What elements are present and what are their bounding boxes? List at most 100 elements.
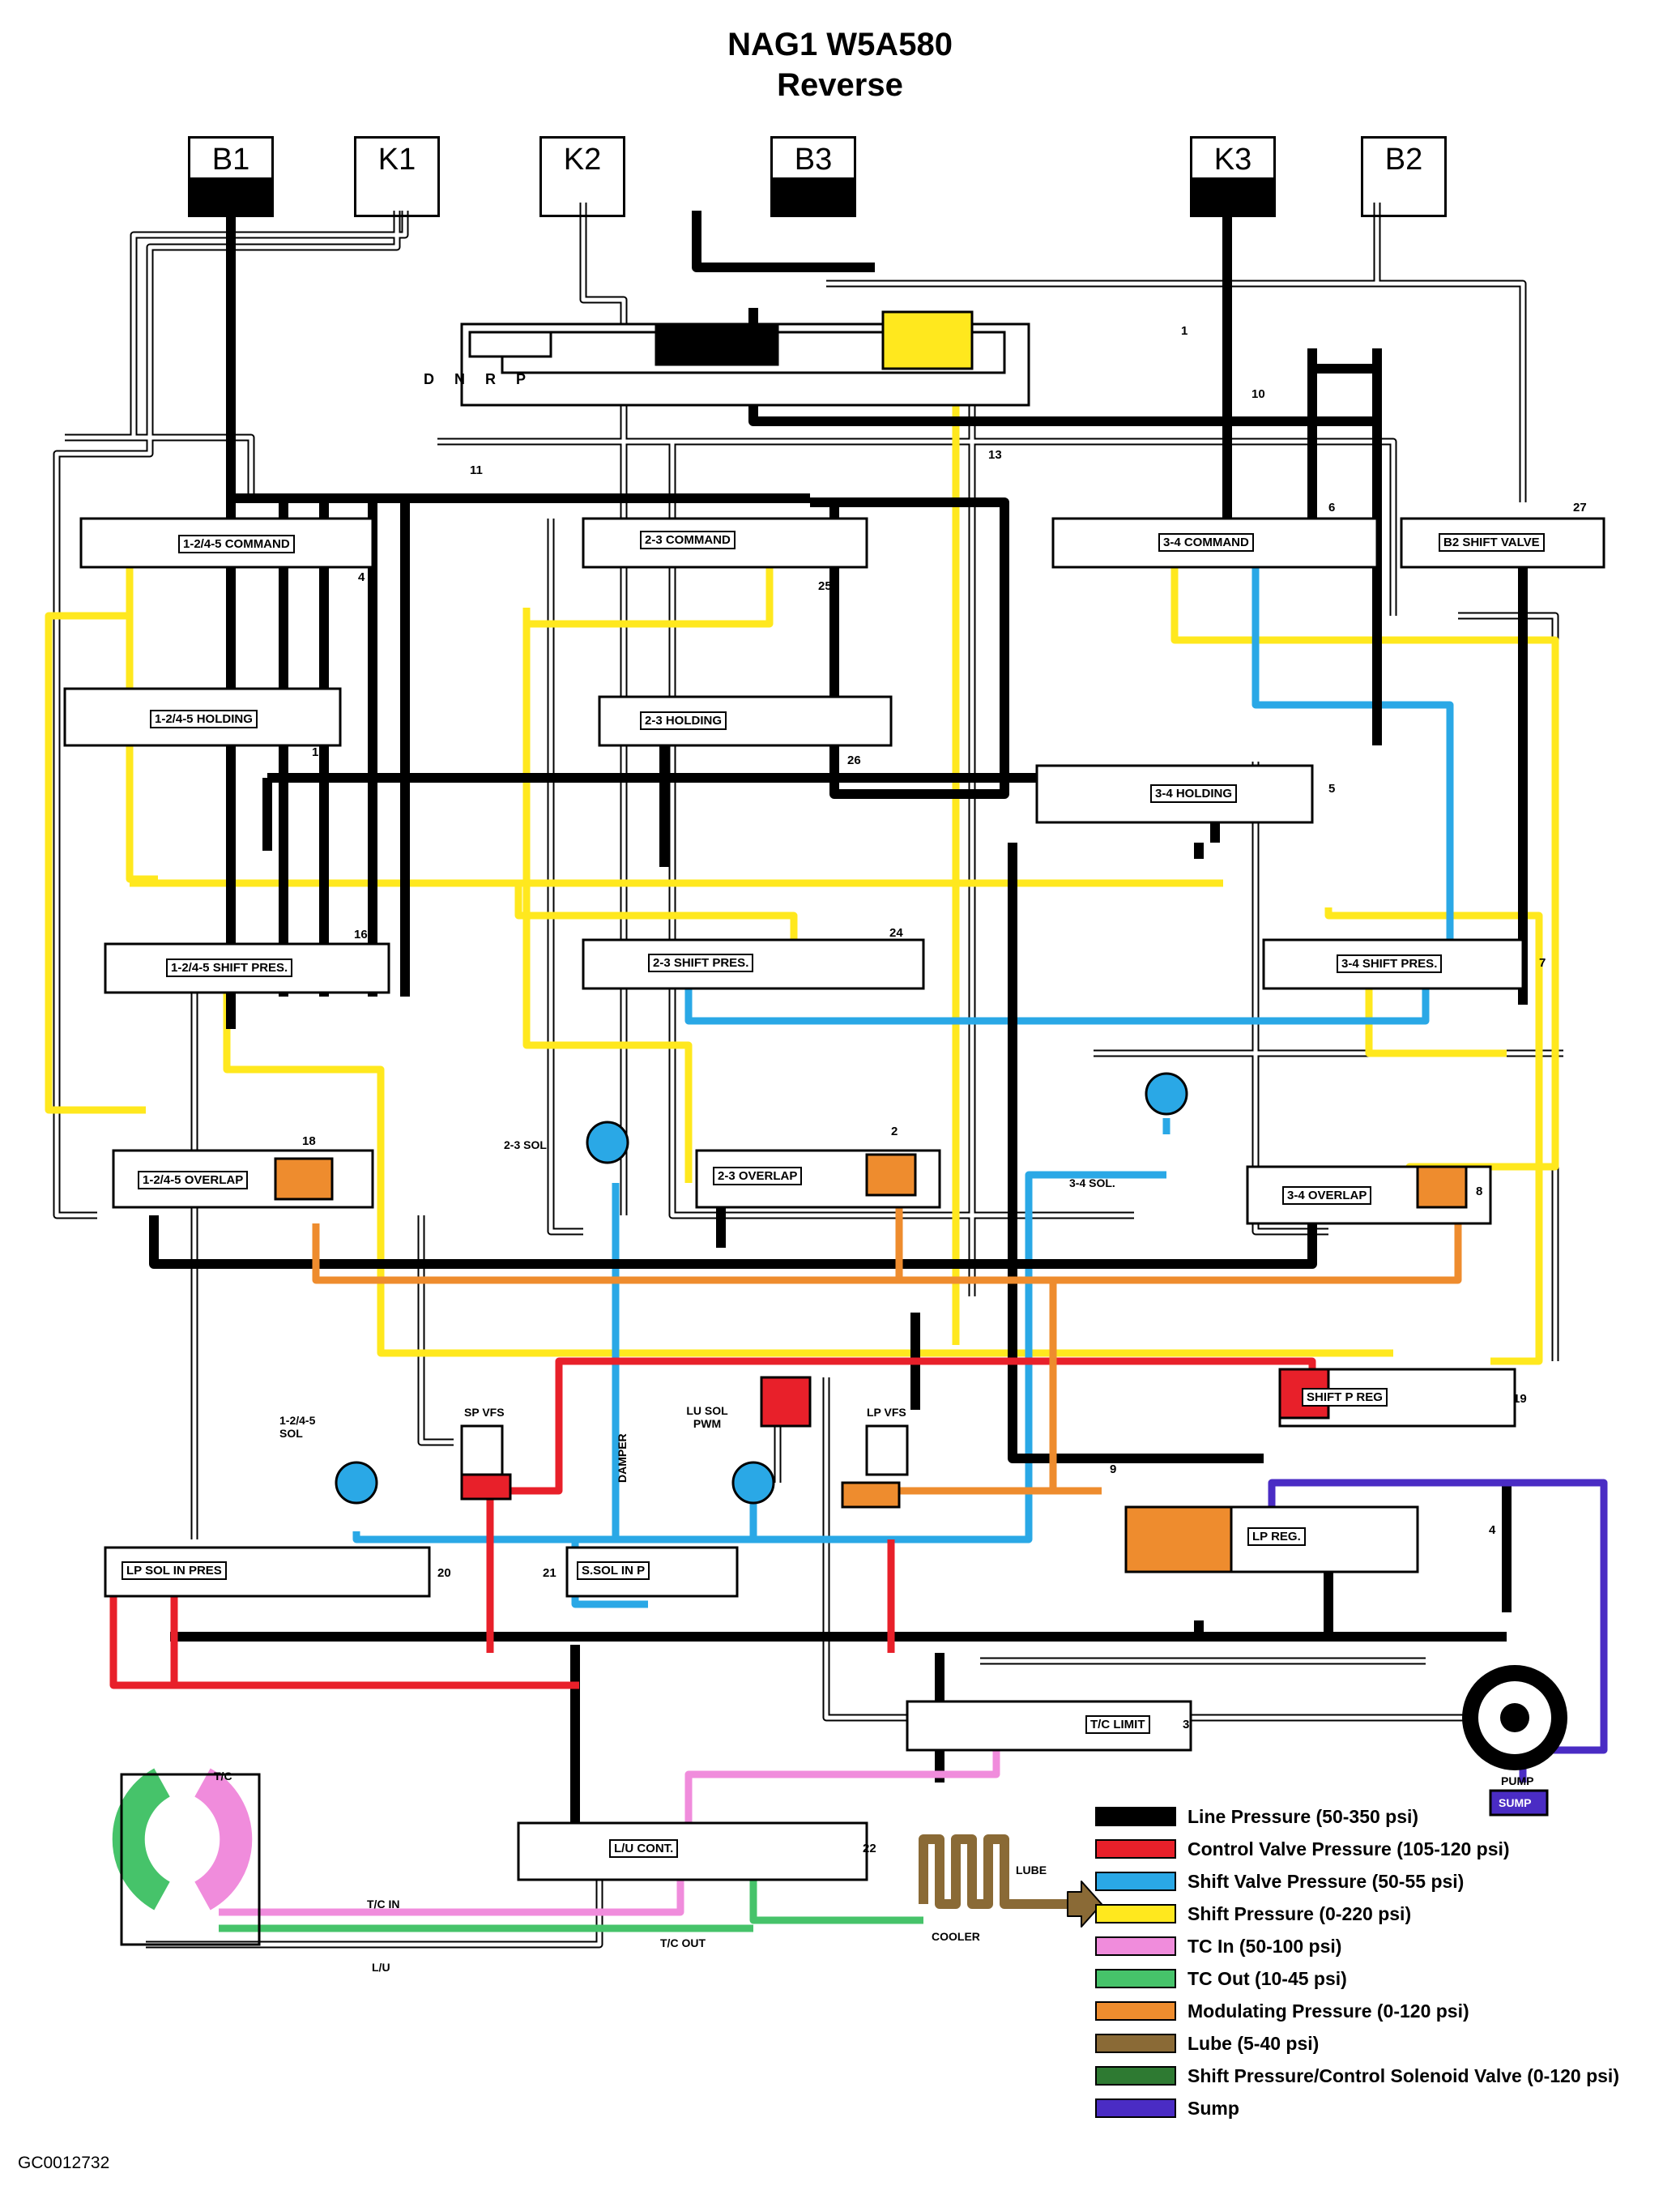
ref-1: 1 bbox=[1181, 324, 1188, 338]
legend-swatch bbox=[1095, 1807, 1176, 1826]
selector-positions: D N R P bbox=[424, 371, 535, 387]
valve-shift-p-reg: SHIFT P REG bbox=[1302, 1388, 1388, 1407]
label-lp-vfs: LP VFS bbox=[867, 1406, 906, 1419]
valve-1245-shift-pres: 1-2/4-5 SHIFT PRES. bbox=[166, 959, 293, 977]
valve-23-holding: 2-3 HOLDING bbox=[640, 711, 727, 730]
legend-label: TC Out (10-45 psi) bbox=[1188, 1967, 1347, 1989]
tc-in-lines bbox=[219, 1706, 1000, 1916]
ref-6: 6 bbox=[1328, 501, 1336, 514]
ref-24: 24 bbox=[889, 926, 903, 940]
ref-7: 7 bbox=[1539, 956, 1546, 970]
clutch-b2: B2 bbox=[1361, 136, 1447, 217]
label-tc-out: T/C OUT bbox=[660, 1936, 706, 1949]
ref-18: 18 bbox=[302, 1134, 316, 1148]
valve-lp-reg: LP REG. bbox=[1247, 1527, 1306, 1546]
legend-item: Control Valve Pressure (105-120 psi) bbox=[1095, 1833, 1619, 1865]
valve-lp-sol-in-pres: LP SOL IN PRES bbox=[122, 1561, 227, 1580]
ref-2: 2 bbox=[891, 1125, 898, 1138]
ref-21: 21 bbox=[543, 1566, 556, 1580]
title-line-1: NAG1 W5A580 bbox=[727, 27, 953, 62]
legend-swatch bbox=[1095, 2098, 1176, 2118]
label-damper: DAMPER bbox=[616, 1433, 629, 1483]
clutch-b3: B3 bbox=[770, 136, 856, 217]
label-lube: LUBE bbox=[1016, 1864, 1047, 1876]
clutch-k3: K3 bbox=[1190, 136, 1276, 217]
legend-label: Lube (5-40 psi) bbox=[1188, 2032, 1320, 2054]
valve-23-shift-pres: 2-3 SHIFT PRES. bbox=[648, 954, 754, 972]
lube-line bbox=[919, 1834, 1069, 1909]
clutch-k2: K2 bbox=[539, 136, 625, 217]
legend-swatch bbox=[1095, 1872, 1176, 1891]
label-23-sol: 2-3 SOL bbox=[504, 1138, 547, 1151]
label-sp-vfs: SP VFS bbox=[464, 1406, 505, 1419]
legend-swatch bbox=[1095, 2001, 1176, 2021]
legend-swatch bbox=[1095, 1904, 1176, 1923]
ref-8: 8 bbox=[1476, 1185, 1483, 1198]
label-34-sol: 3-4 SOL. bbox=[1069, 1176, 1115, 1189]
ref-27: 27 bbox=[1573, 501, 1587, 514]
ref-22: 22 bbox=[863, 1842, 876, 1855]
legend-item: Shift Pressure/Control Solenoid Valve (0… bbox=[1095, 2060, 1619, 2092]
legend-swatch bbox=[1095, 1839, 1176, 1859]
legend-label: Shift Pressure/Control Solenoid Valve (0… bbox=[1188, 2064, 1619, 2086]
ref-15: 15 bbox=[312, 745, 326, 759]
legend-item: Shift Valve Pressure (50-55 psi) bbox=[1095, 1865, 1619, 1898]
valve-tc-limit: T/C LIMIT bbox=[1085, 1715, 1150, 1734]
ref-25: 25 bbox=[818, 579, 832, 593]
legend-label: Line Pressure (50-350 psi) bbox=[1188, 1805, 1419, 1827]
clutch-b1: B1 bbox=[188, 136, 274, 217]
legend-item: Modulating Pressure (0-120 psi) bbox=[1095, 1995, 1619, 2027]
legend-label: Modulating Pressure (0-120 psi) bbox=[1188, 2000, 1469, 2022]
ref-11: 11 bbox=[470, 463, 483, 477]
label-tc-in: T/C IN bbox=[367, 1898, 400, 1911]
valve-34-holding: 3-4 HOLDING bbox=[1150, 784, 1238, 803]
valve-34-overlap: 3-4 OVERLAP bbox=[1282, 1186, 1372, 1205]
diagram-title: NAG1 W5A580 Reverse bbox=[0, 24, 1680, 105]
legend-swatch bbox=[1095, 2066, 1176, 2086]
figure-code: GC0012732 bbox=[18, 2154, 110, 2172]
legend-label: Control Valve Pressure (105-120 psi) bbox=[1188, 1838, 1510, 1859]
ref-13: 13 bbox=[988, 448, 1002, 462]
title-line-2: Reverse bbox=[777, 67, 903, 103]
legend-label: Shift Pressure (0-220 psi) bbox=[1188, 1902, 1412, 1924]
valve-1245-holding: 1-2/4-5 HOLDING bbox=[150, 710, 258, 728]
label-lu-sol-pwm: LU SOL PWM bbox=[686, 1404, 728, 1430]
label-lu: L/U bbox=[372, 1961, 390, 1974]
ref-20: 20 bbox=[437, 1566, 451, 1580]
valve-1245-overlap: 1-2/4-5 OVERLAP bbox=[138, 1171, 249, 1189]
legend-swatch bbox=[1095, 1936, 1176, 1956]
valve-23-overlap: 2-3 OVERLAP bbox=[713, 1167, 803, 1185]
legend-item: Sump bbox=[1095, 2092, 1619, 2124]
legend: Line Pressure (50-350 psi) Control Valve… bbox=[1095, 1800, 1619, 2124]
label-tc: T/C bbox=[214, 1770, 232, 1783]
legend-item: Shift Pressure (0-220 psi) bbox=[1095, 1898, 1619, 1930]
legend-item: TC Out (10-45 psi) bbox=[1095, 1962, 1619, 1995]
label-pump: PUMP bbox=[1501, 1774, 1534, 1787]
legend-swatch bbox=[1095, 1969, 1176, 1988]
legend-label: TC In (50-100 psi) bbox=[1188, 1935, 1342, 1957]
legend-item: TC In (50-100 psi) bbox=[1095, 1930, 1619, 1962]
clutch-k1: K1 bbox=[354, 136, 440, 217]
valve-23-command: 2-3 COMMAND bbox=[640, 531, 736, 549]
ref-5: 5 bbox=[1328, 782, 1336, 796]
valve-34-command: 3-4 COMMAND bbox=[1158, 533, 1254, 552]
legend-swatch bbox=[1095, 2034, 1176, 2053]
ref-26: 26 bbox=[847, 754, 861, 767]
legend-item: Lube (5-40 psi) bbox=[1095, 2027, 1619, 2060]
label-cooler: COOLER bbox=[932, 1930, 980, 1943]
legend-item: Line Pressure (50-350 psi) bbox=[1095, 1800, 1619, 1833]
valve-b2-shift: B2 SHIFT VALVE bbox=[1439, 533, 1545, 552]
legend-label: Sump bbox=[1188, 2097, 1239, 2119]
valve-1245-command: 1-2/4-5 COMMAND bbox=[178, 535, 295, 553]
ref-9: 9 bbox=[1110, 1462, 1117, 1476]
valve-lu-cont: L/U CONT. bbox=[609, 1839, 679, 1858]
ref-4a: 4 bbox=[358, 570, 365, 584]
ref-10: 10 bbox=[1251, 387, 1265, 401]
label-sump: SUMP bbox=[1499, 1796, 1532, 1809]
valve-34-shift-pres: 3-4 SHIFT PRES. bbox=[1337, 954, 1443, 973]
shift-pressure-lines bbox=[45, 312, 1559, 1418]
ref-16: 16 bbox=[354, 928, 368, 941]
ref-19: 19 bbox=[1513, 1392, 1527, 1406]
legend-label: Shift Valve Pressure (50-55 psi) bbox=[1188, 1870, 1465, 1892]
